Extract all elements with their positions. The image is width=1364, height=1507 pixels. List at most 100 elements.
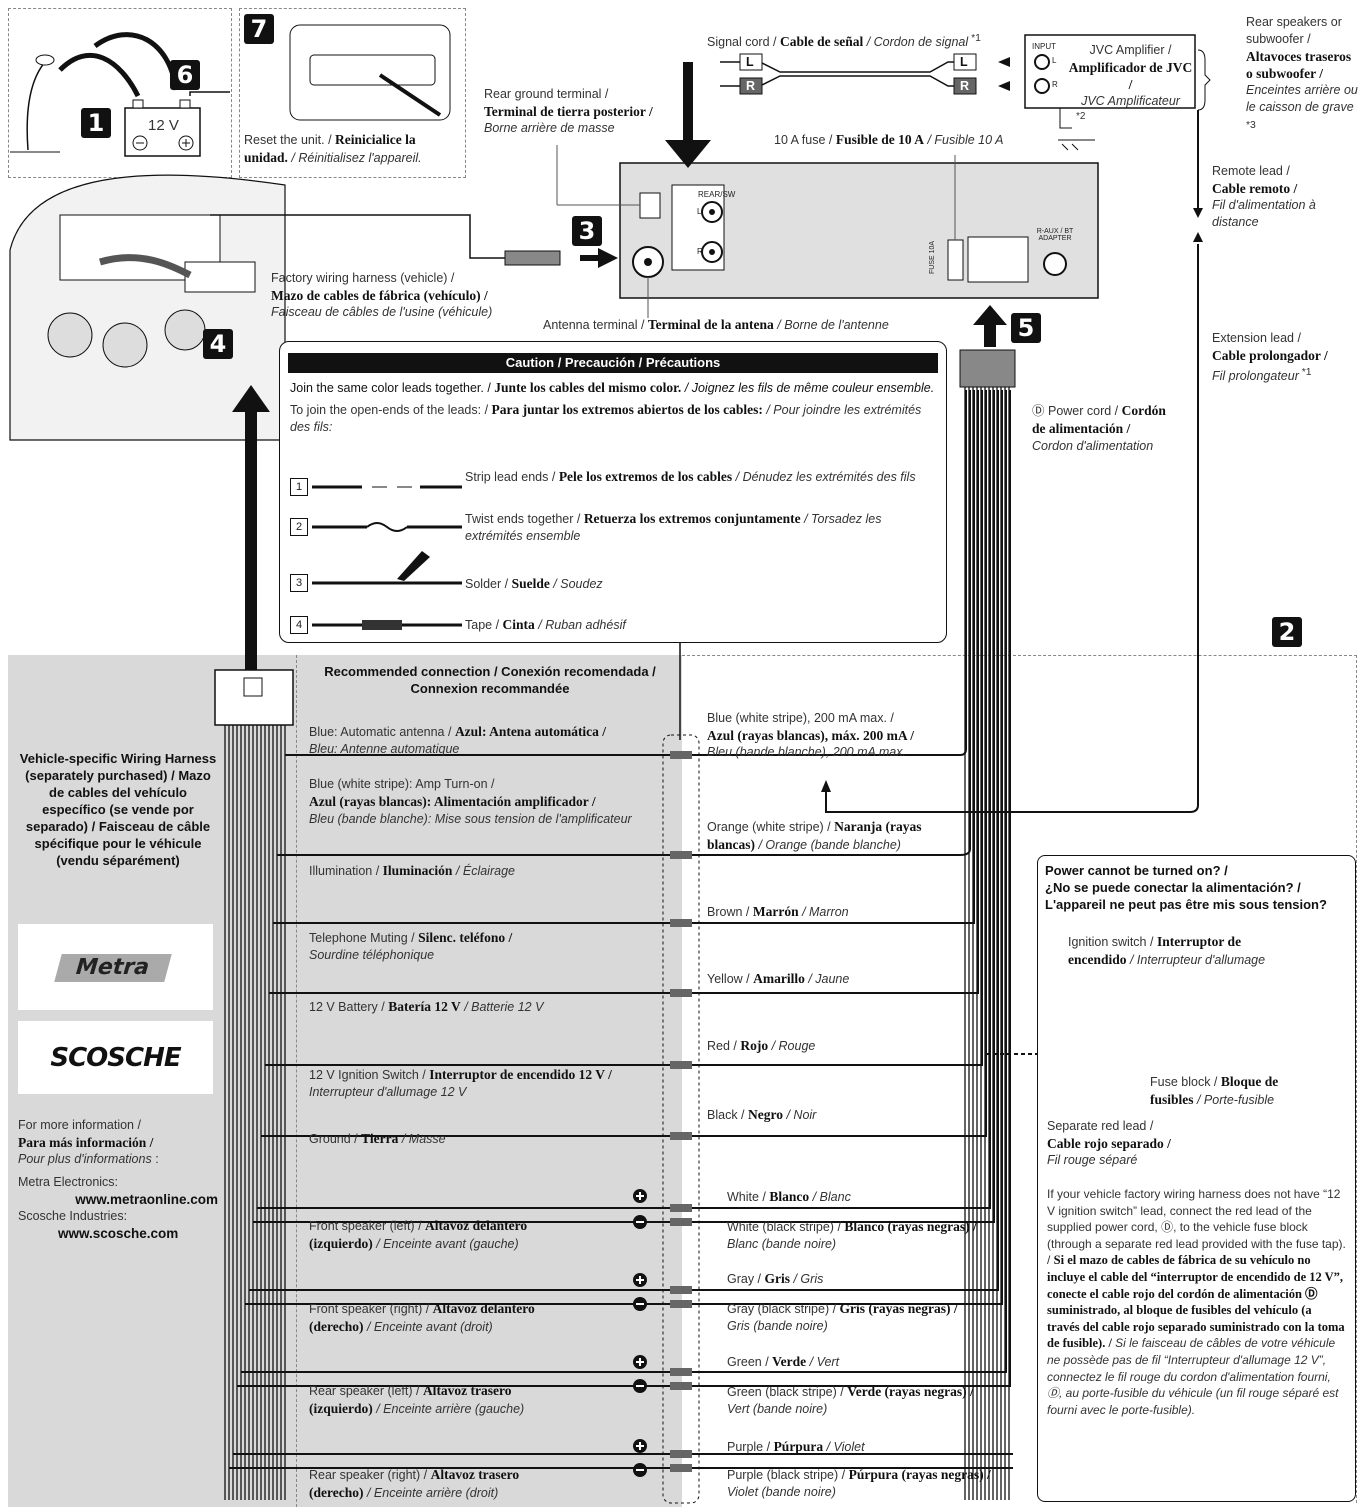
wire-9-es: Gris (rayas negras) /: [839, 1301, 958, 1316]
wire-4-es: Rojo: [740, 1038, 769, 1053]
connection-4-es: Batería 12 V: [388, 999, 461, 1014]
metra-name: Metra Electronics:: [18, 1175, 119, 1189]
vehicle-harness-title: Vehicle-specific Wiring Harness (separat…: [19, 751, 217, 868]
wire-1-es: Naranja (rayas blancas): [707, 819, 922, 852]
rear-speakers-es: Altavoces traseros o subwoofer /: [1246, 49, 1352, 81]
connection-4: 12 V Battery / Batería 12 V / Batterie 1…: [309, 998, 669, 1016]
connection-2-fr: / Éclairage: [452, 864, 515, 878]
caution-step-3-es: Suelde: [511, 576, 550, 591]
harness-dashed-divider: [296, 655, 297, 1507]
wire-2: Brown / Marrón / Marron: [707, 903, 1007, 921]
connection-1: Blue (white stripe): Amp Turn-on /Azul (…: [309, 776, 669, 828]
amplifier-es: Amplificador de JVC /: [1068, 60, 1193, 92]
battery-icon: [124, 107, 201, 157]
step-badge-4: 4: [203, 329, 233, 359]
wire-11: Green (black stripe) / Verde (rayas negr…: [727, 1383, 1027, 1418]
fuse-10a-en: 10 A fuse /: [774, 133, 836, 147]
connection-7-fr: / Enceinte avant (gauche): [372, 1237, 519, 1251]
connection-2-es: Iluminación: [382, 863, 453, 878]
metra-logo-text: Metra: [75, 955, 151, 980]
wire-5-es: Negro: [748, 1107, 783, 1122]
wire-8-en: Gray /: [727, 1272, 765, 1286]
connection-9: Rear speaker (left) / Altavoz trasero (i…: [309, 1382, 559, 1418]
amp-L: L: [1052, 56, 1057, 65]
reset-es: Reinicialice la unidad.: [244, 132, 416, 165]
extension-lead-note: *1: [1298, 367, 1312, 378]
rear-speakers-fr: Enceintes arrière ou le caisson de grave: [1246, 83, 1358, 114]
caution-join-en: Join the same color leads together. /: [290, 381, 495, 395]
wire-7-fr: Blanc (bande noire): [727, 1237, 837, 1251]
connection-8-en: Front speaker (right) /: [309, 1302, 433, 1316]
reset-fr: / Réinitialisez l'appareil.: [287, 151, 422, 165]
connection-6-fr: / Masse: [398, 1132, 446, 1146]
caution-step-2-en: Twist ends together /: [465, 512, 584, 526]
recommended-connection-heading: Recommended connection / Conexión recome…: [300, 663, 680, 697]
caution-step-3-fr: / Soudez: [549, 577, 603, 591]
caution-step-4-en: Tape /: [465, 618, 503, 632]
more-info-es: Para más información /: [18, 1135, 154, 1150]
step-badge-3: 3: [572, 216, 602, 246]
wire-7-es: Blanco (rayas negras) /: [844, 1219, 977, 1234]
metra-url-link[interactable]: www.metraonline.com: [75, 1192, 218, 1207]
ignition-es: Interruptor de encendido: [1068, 934, 1242, 967]
caution-step-1-fr: / Dénudez les extrémités des fils: [732, 470, 916, 484]
power-help-body: If your vehicle factory wiring harness d…: [1047, 1186, 1347, 1418]
wire-1-fr: / Orange (bande blanche): [755, 838, 901, 852]
wire-11-es: Verde (rayas negras) /: [847, 1384, 974, 1399]
amp-R: R: [1052, 80, 1058, 89]
extension-lead-fr: Fil prolongateur: [1212, 369, 1299, 384]
wire-13-fr: Violet (bande noire): [727, 1485, 836, 1499]
power-help-title-1: Power cannot be turned on? /: [1045, 863, 1228, 878]
rear-ground-es: Terminal de tierra posterior /: [484, 104, 653, 119]
connection-6: Ground / Tierra / Masse: [309, 1130, 669, 1148]
caution-step-4-fr: / Ruban adhésif: [534, 618, 626, 632]
wire-8-fr: / Gris: [790, 1272, 824, 1286]
connection-5-es: Interruptor de encendido 12 V /: [429, 1067, 612, 1082]
wire-6: White / Blanco / Blanc: [727, 1188, 1027, 1206]
reset-en: Reset the unit. /: [244, 133, 336, 147]
caution-step-4-es: Cinta: [502, 617, 535, 632]
caution-join: Join the same color leads together. / Ju…: [290, 379, 936, 397]
unit-R-label: R: [697, 247, 703, 256]
connection-10-fr: / Enceinte arrière (droit): [363, 1486, 499, 1500]
connection-1-en: Blue (white stripe): Amp Turn-on /: [309, 777, 495, 791]
wire-0: Blue (white stripe), 200 mA max. /Azul (…: [707, 710, 947, 761]
wire-7: White (black stripe) / Blanco (rayas neg…: [727, 1218, 1027, 1253]
ignition-en: Ignition switch /: [1068, 935, 1157, 949]
remote-lead-en: Remote lead /: [1212, 164, 1290, 178]
wire-4: Red / Rojo / Rouge: [707, 1037, 1007, 1055]
signal-cord-label: Signal cord / Cable de señal / Cordon de…: [707, 30, 981, 51]
step-badge-1: 1: [81, 108, 111, 138]
amp-input-label: INPUT: [1032, 42, 1056, 51]
step-badge-5: 5: [1011, 313, 1041, 343]
recommended-line2: Connexion recommandée: [410, 681, 570, 696]
wire-4-en: Red /: [707, 1039, 741, 1053]
caution-step-3-en: Solder /: [465, 577, 512, 591]
extension-lead-en: Extension lead /: [1212, 331, 1301, 345]
wire-5-en: Black /: [707, 1108, 748, 1122]
wire-1-en: Orange (white stripe) /: [707, 820, 835, 834]
wire-6-fr: / Blanc: [809, 1190, 851, 1204]
connection-5-fr: Interrupteur d'allumage 12 V: [309, 1085, 467, 1099]
separate-red-es: Cable rojo separado /: [1047, 1136, 1171, 1151]
connection-8-fr: / Enceinte avant (droit): [363, 1320, 493, 1334]
connection-4-fr: / Batterie 12 V: [460, 1000, 544, 1014]
amplifier-en: JVC Amplifier /: [1089, 43, 1172, 57]
rear-sw-label: REAR/SW: [698, 190, 736, 199]
connection-8-es: Altavoz delantero (derecho): [309, 1301, 535, 1334]
factory-harness-es: Mazo de cables de fábrica (vehículo) /: [271, 288, 488, 303]
battery-voltage-label: 12 V: [148, 117, 179, 134]
separate-red-fr: Fil rouge séparé: [1047, 1153, 1138, 1167]
caution-step-2-fr: / Torsadez les extrémités ensemble: [465, 512, 882, 543]
separate-red-en: Separate red lead /: [1047, 1119, 1154, 1133]
wire-0-en: Blue (white stripe), 200 mA max. /: [707, 711, 894, 725]
fuse-10a-label: 10 A fuse / Fusible de 10 A / Fusible 10…: [774, 131, 1003, 149]
remote-lead-es: Cable remoto /: [1212, 181, 1298, 196]
caution-join-es: Junte los cables del mismo color.: [494, 380, 682, 395]
amp-plug-L: L: [960, 55, 968, 69]
connection-0-en: Blue: Automatic antenna /: [309, 725, 455, 739]
scosche-url-link[interactable]: www.scosche.com: [58, 1226, 179, 1241]
wire-3-en: Yellow /: [707, 972, 754, 986]
remote-lead-fr: Fil d'alimentation à distance: [1212, 198, 1316, 229]
scosche-logo-text: SCOSCHE: [50, 1043, 181, 1073]
